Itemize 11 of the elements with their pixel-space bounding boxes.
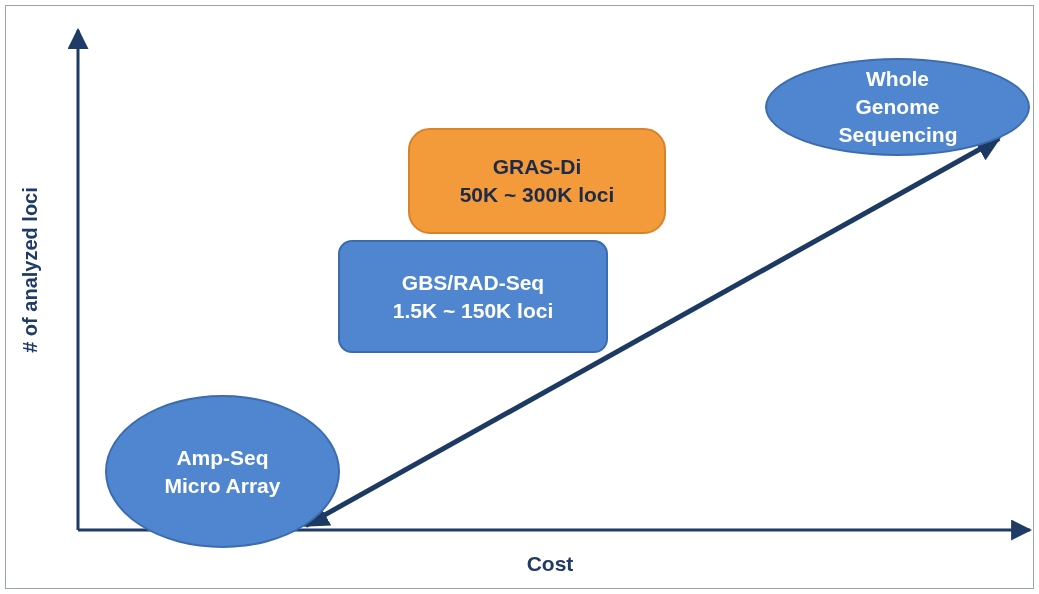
node-text: Whole Genome Sequencing bbox=[837, 66, 959, 148]
axis-title: # of analyzed loci bbox=[18, 186, 42, 355]
node-text: 50K ~ 300K loci bbox=[458, 182, 616, 208]
node-text: 1.5K ~ 150K loci bbox=[391, 297, 555, 324]
node-text: GBS/RAD-Seq bbox=[400, 269, 546, 296]
node-text: Amp-Seq Micro Array bbox=[163, 444, 282, 499]
node-text: GRAS-Di bbox=[491, 154, 583, 180]
double-arrow bbox=[303, 136, 1002, 528]
process-box bbox=[408, 128, 666, 234]
axis-title: Cost bbox=[525, 551, 575, 577]
process-box bbox=[338, 240, 608, 353]
